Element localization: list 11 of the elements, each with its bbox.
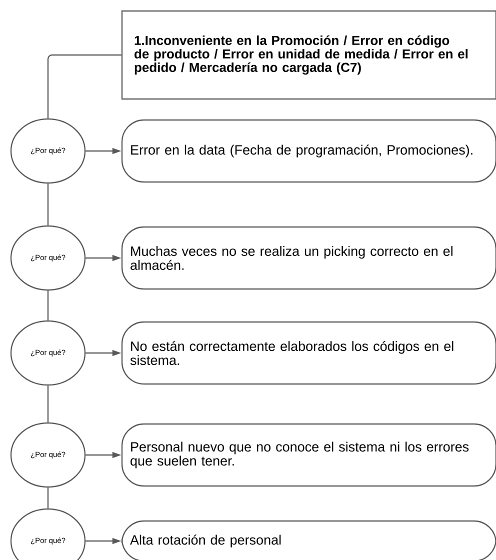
- connector-line: [47, 386, 49, 422]
- heading-box: 1.Inconveniente en la Promoción / Error en código de producto / Error en unidad de medida / Error en el pedido / Mercadería no cargada (C7): [121, 10, 496, 100]
- connector-line: [47, 184, 49, 226]
- answer-box: Muchas veces no se realiza un picking correcto en el almacén.: [121, 226, 496, 290]
- answer-box: Error en la data (Fecha de programación, Promociones).: [121, 119, 496, 183]
- answer-box: Personal nuevo que no conoce el sistema ni los errores que suelen tener.: [121, 423, 496, 487]
- connector-line: [47, 54, 122, 118]
- answer-box: Alta rotación de personal: [121, 520, 496, 560]
- answer-box: No están correctamente elaborados los códigos en el sistema.: [121, 321, 496, 385]
- connector-line: [47, 290, 49, 320]
- connector-line: [47, 488, 49, 508]
